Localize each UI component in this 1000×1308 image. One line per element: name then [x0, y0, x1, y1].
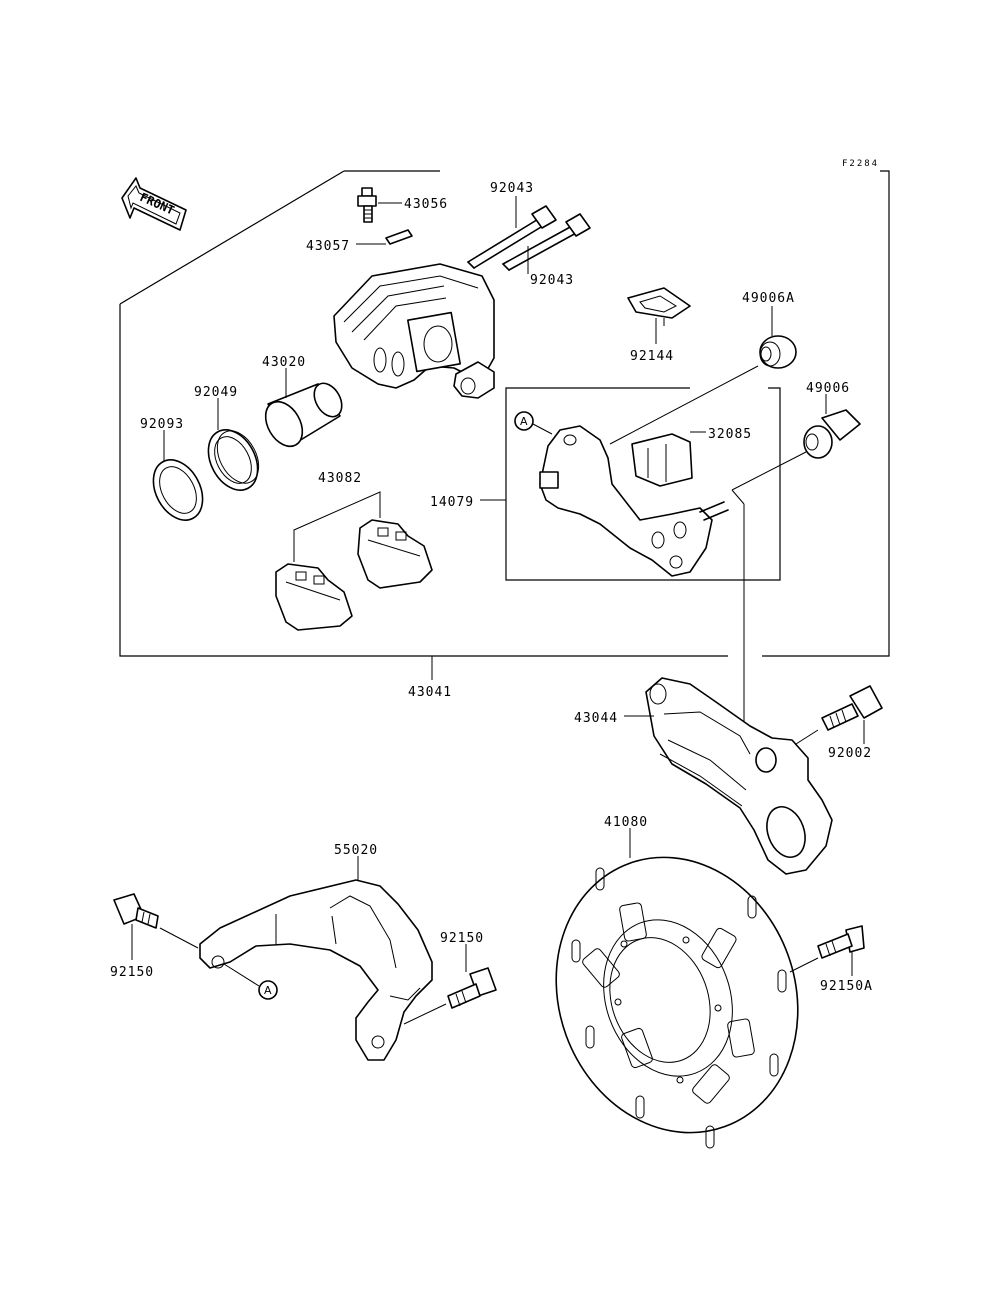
caliper-body [333, 263, 495, 399]
caliper-bracket [645, 677, 833, 875]
brake-disc [555, 856, 799, 1149]
label-43057: 43057 [306, 239, 350, 254]
label-43056: 43056 [404, 197, 448, 212]
bracket-bolt [821, 685, 883, 731]
bleeder-cap [385, 229, 413, 245]
label-92043-lower: 92043 [530, 273, 574, 288]
guard-bolt-left [113, 893, 159, 929]
caliper-boot [759, 335, 797, 369]
piston [264, 382, 343, 448]
label-92002: 92002 [828, 746, 872, 761]
pad-spring [627, 287, 691, 326]
caliper-assembly-outline [119, 170, 890, 657]
caliper-pin-upper [467, 205, 557, 269]
label-41080: 41080 [604, 815, 648, 830]
brake-pad-right [357, 519, 433, 589]
label-49006: 49006 [806, 381, 850, 396]
label-43044: 43044 [574, 711, 618, 726]
disc-screw [817, 925, 865, 959]
label-92150-right: 92150 [440, 931, 484, 946]
label-43020: 43020 [262, 355, 306, 370]
guard-bolt-right [447, 967, 497, 1009]
pin-boot [803, 409, 861, 459]
label-92093: 92093 [140, 417, 184, 432]
caliper-holder-box [505, 387, 781, 581]
label-92144: 92144 [630, 349, 674, 364]
label-43041: 43041 [408, 685, 452, 700]
pad-spring-32085 [631, 433, 693, 487]
label-92043-upper: 92043 [490, 181, 534, 196]
svg-text:A: A [264, 984, 272, 997]
piston-seal [207, 429, 260, 491]
label-92049: 92049 [194, 385, 238, 400]
bleeder-valve [357, 187, 377, 223]
figure-code: F2284 [842, 159, 879, 169]
label-55020: 55020 [334, 843, 378, 858]
caliper-pin-lower [502, 213, 591, 271]
front-direction-arrow: FRONT [121, 177, 187, 231]
label-43082: 43082 [318, 471, 362, 486]
ref-marker-a-lower: A [223, 963, 278, 1000]
dust-seal [152, 459, 204, 521]
label-32085: 32085 [708, 427, 752, 442]
caliper-holder [539, 425, 729, 577]
ref-marker-a-upper: A [514, 411, 553, 435]
label-92150-left: 92150 [110, 965, 154, 980]
svg-text:A: A [520, 415, 528, 428]
caliper-guard [199, 879, 433, 1061]
label-92150A: 92150A [820, 979, 873, 994]
label-14079: 14079 [430, 495, 474, 510]
brake-pad-left [275, 563, 353, 631]
label-49006A: 49006A [742, 291, 795, 306]
